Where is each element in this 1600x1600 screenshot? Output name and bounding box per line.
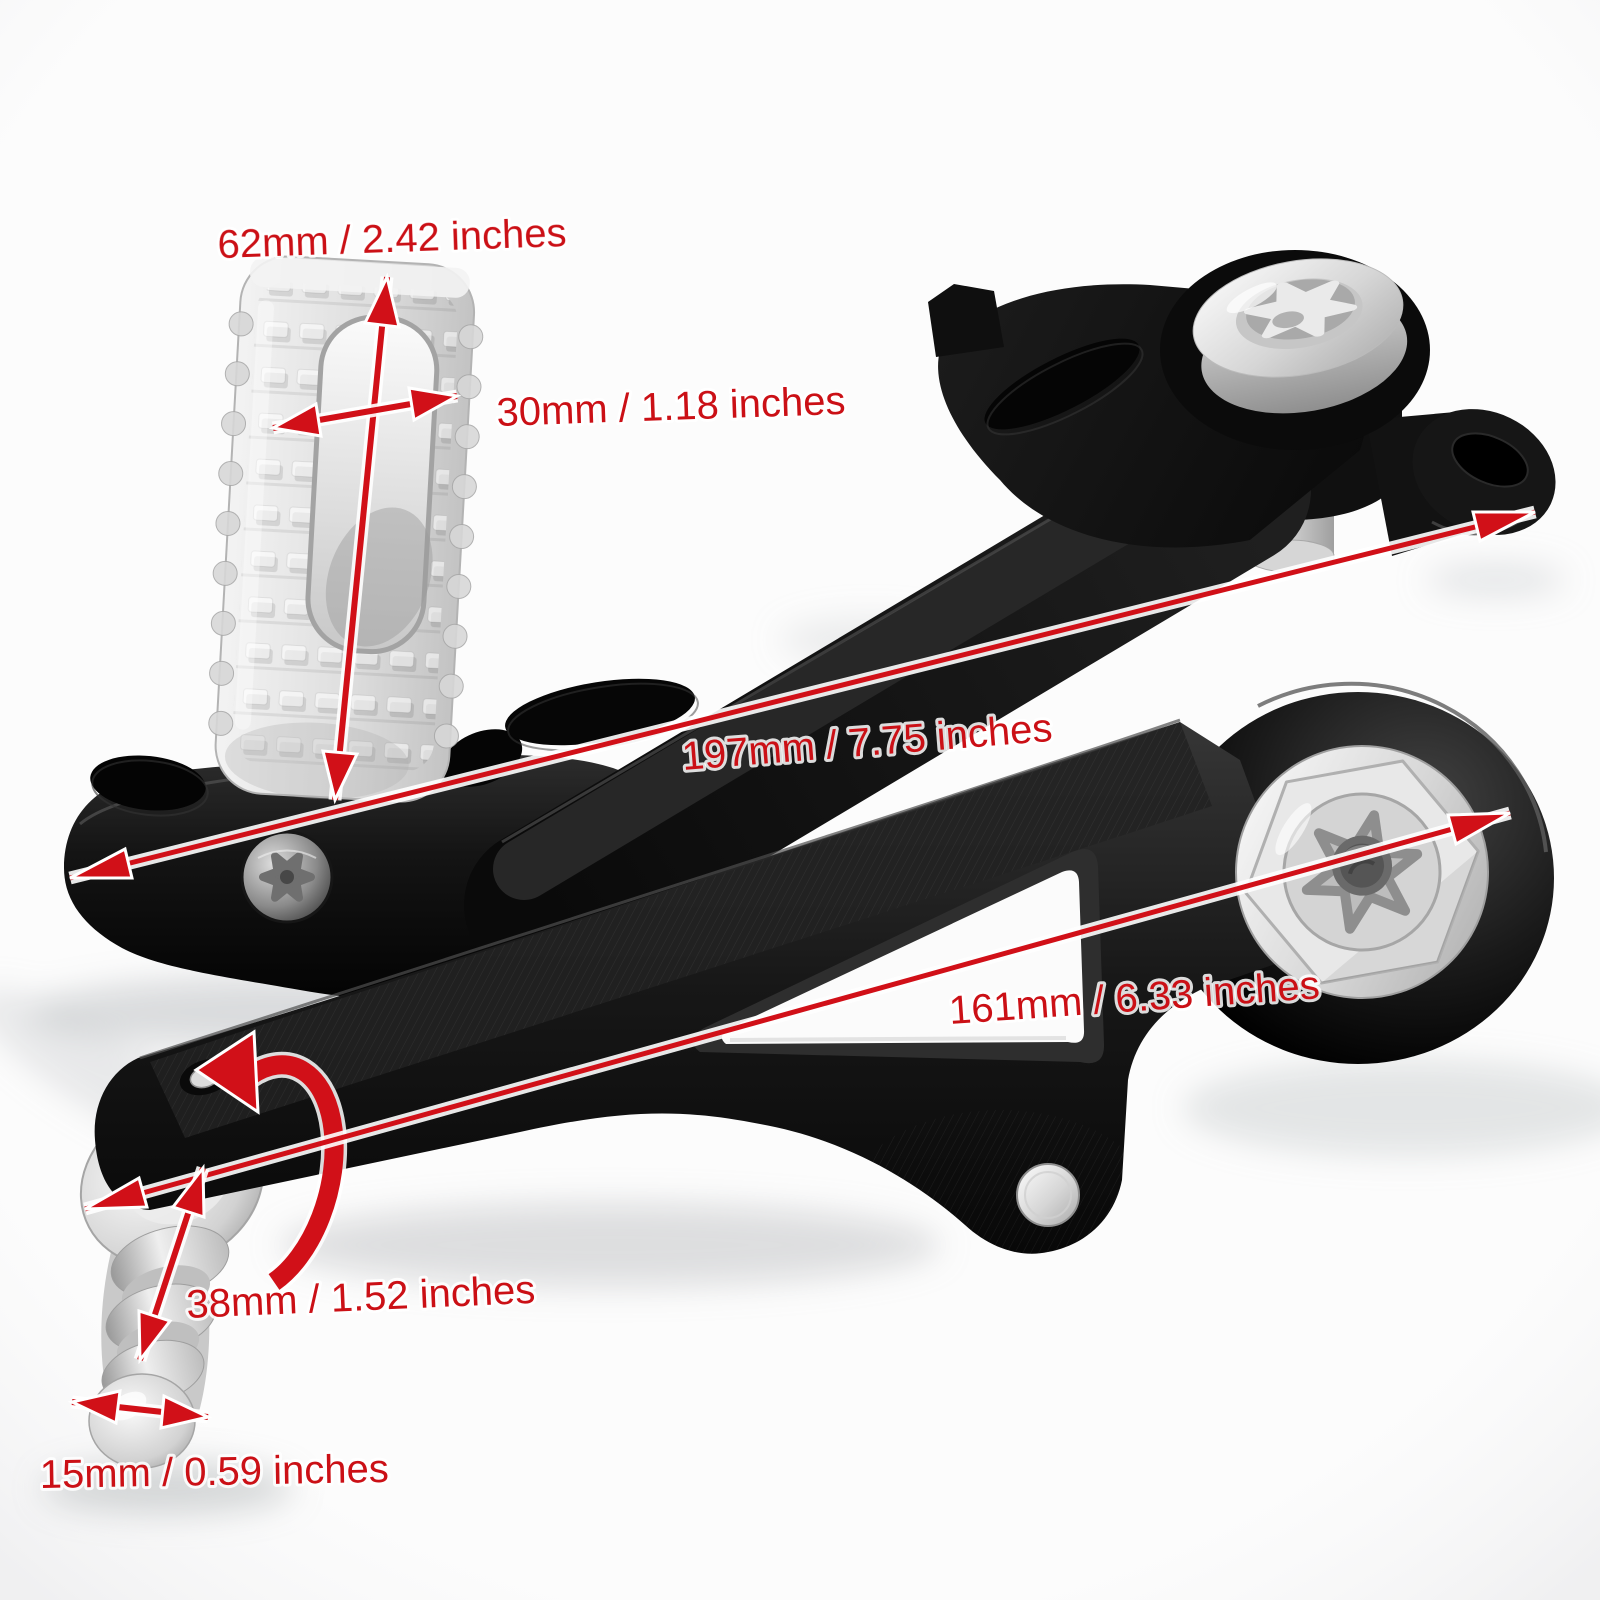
machined-slots xyxy=(90,338,1144,817)
dim-shift-peg-diameter xyxy=(67,1389,213,1430)
footpeg-top-face xyxy=(249,257,470,298)
adjuster-screw xyxy=(240,830,334,924)
gear-shift-lever xyxy=(79,681,1554,1469)
linkage-pin xyxy=(1016,1163,1080,1227)
mounting-flange xyxy=(1366,409,1556,556)
brake-pedal-lever xyxy=(64,250,1556,1004)
rotation-arrow-icon xyxy=(193,1029,348,1293)
lobe-machining-texture xyxy=(850,1110,1150,1290)
head-rim-highlight xyxy=(1257,681,1548,853)
dim-shift-lever-length xyxy=(83,806,1512,1216)
footpeg-edge-serrations xyxy=(208,311,484,749)
pivot-torx-bolt xyxy=(1192,258,1408,414)
arm-machining-texture xyxy=(150,722,1212,1138)
flange-hole xyxy=(1451,432,1529,488)
sensor-tab xyxy=(928,284,1004,357)
dim-shift-peg-length xyxy=(133,1163,210,1365)
hex-pivot-bolt xyxy=(1235,745,1489,999)
dim-brake-lever-length xyxy=(68,505,1537,885)
dim-label-shift-peg-diameter: 15mm / 0.59 inches xyxy=(39,1447,389,1497)
dim-footpeg-height xyxy=(321,272,401,805)
dim-footpeg-width xyxy=(268,386,462,438)
lever-arm xyxy=(464,414,1311,981)
